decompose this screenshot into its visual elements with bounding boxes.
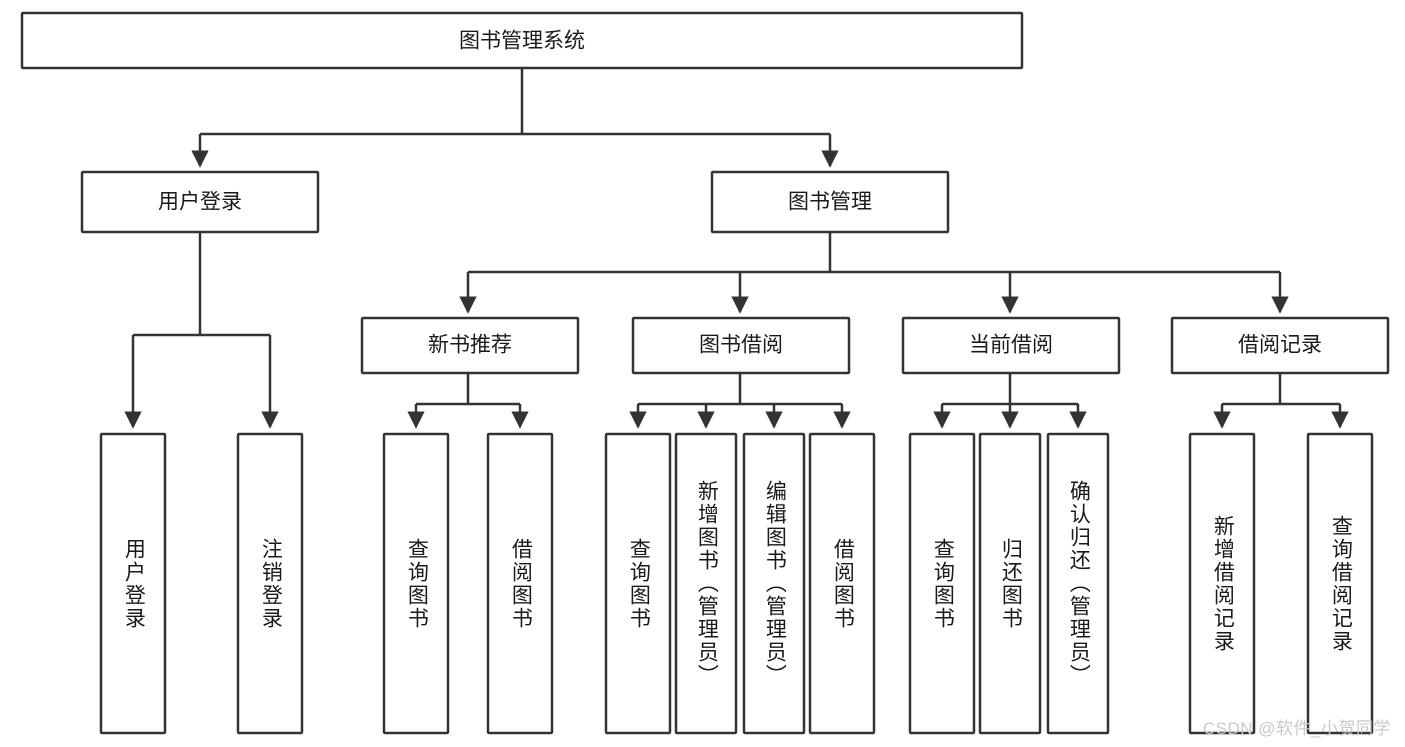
leaf-box-book-borrow-0[interactable] bbox=[604, 432, 672, 735]
node-user-login[interactable] bbox=[80, 170, 320, 234]
node-new-book-recommend-label: 新书推荐 bbox=[428, 334, 512, 357]
connector-current-borrow-to-leaves bbox=[933, 373, 1087, 429]
leaf-box-current-borrow-0[interactable] bbox=[908, 432, 976, 735]
leaf-label-current-borrow-2: 确认归还（管理员） bbox=[1067, 480, 1091, 687]
leaf-box-book-borrow-1[interactable] bbox=[674, 432, 738, 735]
connector-new-book-to-leaves bbox=[407, 373, 529, 429]
leaf-box-book-borrow-2[interactable] bbox=[742, 432, 806, 735]
node-borrow-record[interactable] bbox=[1170, 316, 1390, 375]
node-current-borrow-label: 当前借阅 bbox=[969, 334, 1053, 357]
leaf-box-current-borrow-2[interactable] bbox=[1046, 432, 1110, 735]
leaf-label-user-login-0: 用户登录 bbox=[122, 537, 146, 630]
leaf-box-book-borrow-3[interactable] bbox=[808, 432, 876, 735]
leaf-label-user-login-1: 注销登录 bbox=[259, 537, 283, 630]
node-root[interactable] bbox=[20, 11, 1024, 70]
leaf-box-new-book-1[interactable] bbox=[486, 432, 554, 735]
node-new-book-recommend[interactable] bbox=[360, 316, 580, 375]
connector-user-login-to-leaves bbox=[124, 232, 279, 429]
leaf-box-new-book-0[interactable] bbox=[382, 432, 450, 735]
node-book-management[interactable] bbox=[710, 170, 950, 234]
node-book-borrow-label: 图书借阅 bbox=[699, 334, 783, 357]
leaf-box-user-login-0[interactable] bbox=[99, 432, 167, 735]
leaf-label-book-borrow-1: 新增图书（管理员） bbox=[695, 480, 719, 687]
leaf-box-borrow-record-1[interactable] bbox=[1306, 432, 1374, 735]
leaf-label-new-book-0: 查询图书 bbox=[405, 537, 429, 630]
node-book-management-label: 图书管理 bbox=[788, 191, 872, 214]
leaf-label-book-borrow-0: 查询图书 bbox=[627, 537, 651, 630]
leaf-box-borrow-record-0[interactable] bbox=[1188, 432, 1256, 735]
connector-book-mgmt-to-level2 bbox=[459, 232, 1289, 314]
connector-book-borrow-to-leaves bbox=[629, 373, 851, 429]
node-borrow-record-label: 借阅记录 bbox=[1238, 334, 1322, 357]
leaf-label-book-borrow-2: 编辑图书（管理员） bbox=[763, 480, 787, 687]
leaf-label-book-borrow-3: 借阅图书 bbox=[831, 537, 855, 630]
node-root-label: 图书管理系统 bbox=[459, 30, 585, 53]
leaf-label-new-book-1: 借阅图书 bbox=[509, 537, 533, 630]
leaf-label-borrow-record-0: 新增借阅记录 bbox=[1211, 514, 1235, 653]
connector-root-to-level1 bbox=[191, 68, 839, 168]
connector-borrow-record-to-leaves bbox=[1213, 373, 1349, 429]
leaf-box-user-login-1[interactable] bbox=[236, 432, 304, 735]
leaf-label-current-borrow-0: 查询图书 bbox=[931, 537, 955, 630]
watermark-text: CSDN @软件_小贺同学 bbox=[1202, 719, 1391, 738]
leaf-label-borrow-record-1: 查询借阅记录 bbox=[1329, 514, 1353, 653]
node-book-borrow[interactable] bbox=[631, 316, 851, 375]
node-current-borrow[interactable] bbox=[901, 316, 1121, 375]
leaf-box-current-borrow-1[interactable] bbox=[978, 432, 1042, 735]
leaf-label-current-borrow-1: 归还图书 bbox=[999, 537, 1023, 630]
node-user-login-label: 用户登录 bbox=[158, 191, 242, 214]
